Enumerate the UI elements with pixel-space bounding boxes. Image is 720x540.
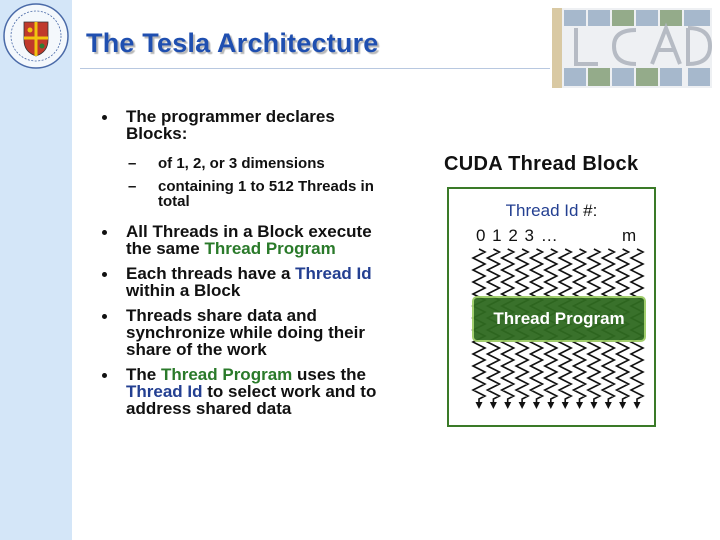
thread-program-box	[472, 296, 646, 342]
left-sidebar-band	[0, 0, 72, 540]
thread-id-term: Thread Id	[295, 264, 372, 283]
thread-arrowhead-icon	[475, 402, 483, 409]
dash-icon: –	[128, 178, 137, 195]
sub-bullet-text: containing 1 to 512 Threads in total	[158, 178, 374, 210]
bullet-item: The programmer declares Blocks:	[100, 108, 390, 142]
sub-bullet-item: – of 1, 2, or 3 dimensions	[100, 156, 390, 171]
bullet-item: Each threads have a Thread Id within a B…	[100, 265, 390, 299]
thread-arrowhead-icon	[633, 402, 641, 409]
thread-arrowhead-icon	[576, 402, 584, 409]
crest-icon	[3, 3, 69, 69]
thread-id-text: Thread Id	[505, 201, 579, 220]
bullet-text: uses the	[292, 365, 366, 384]
thread-arrowhead-icon	[532, 402, 540, 409]
bullet-text: The programmer declares Blocks:	[126, 107, 335, 143]
sub-bullet-text: of 1, 2, or 3 dimensions	[158, 155, 325, 172]
thread-arrowhead-icon	[547, 402, 555, 409]
thread-program-term: Thread Program	[204, 239, 336, 258]
thread-arrowhead-icon	[518, 402, 526, 409]
thread-block-frame	[447, 187, 656, 427]
thread-arrowhead-icon	[561, 402, 569, 409]
bullet-text: Threads share data and synchronize while…	[126, 306, 365, 359]
bullet-text: within a Block	[126, 281, 241, 300]
sub-bullet-item: – containing 1 to 512 Threads in total	[100, 179, 390, 209]
thread-last-index: m	[622, 226, 637, 245]
thread-numbers: 0 1 2 3 …	[476, 226, 559, 245]
bullet-text: The	[126, 365, 161, 384]
bullet-dot-icon	[102, 272, 107, 277]
bullet-dot-icon	[102, 115, 107, 120]
bullet-text: Each threads have a	[126, 264, 296, 283]
bullet-item: The Thread Program uses the Thread Id to…	[100, 366, 390, 417]
bullet-dot-icon	[102, 314, 107, 319]
bullet-list: The programmer declares Blocks: – of 1, …	[100, 108, 390, 417]
thread-arrowhead-icon	[590, 402, 598, 409]
thread-arrowhead-icon	[489, 402, 497, 409]
thread-arrowhead-icon	[619, 402, 627, 409]
slide-title: The Tesla Architecture	[86, 28, 379, 58]
thread-id-label: Thread Id #:	[447, 201, 656, 221]
bullet-dot-icon	[102, 373, 107, 378]
thread-id-suffix: #:	[578, 201, 598, 220]
cuda-thread-block-heading: CUDA Thread Block	[444, 153, 639, 175]
thread-program-term: Thread Program	[160, 365, 293, 384]
dash-icon: –	[128, 155, 137, 172]
bullet-dot-icon	[102, 230, 107, 235]
thread-arrowhead-icon	[504, 402, 512, 409]
title-underline	[80, 68, 550, 69]
thread-arrowhead-icon	[604, 402, 612, 409]
thread-program-label: Thread Program	[493, 309, 625, 328]
bullet-text: to select work and to address shared dat…	[126, 382, 377, 418]
bullet-item: All Threads in a Block execute the same …	[100, 223, 390, 257]
bullet-item: Threads share data and synchronize while…	[100, 307, 390, 358]
thread-id-term: Thread Id	[126, 382, 203, 401]
lcad-logo-icon	[552, 8, 713, 88]
bullet-text: All Threads in a Block execute the same	[126, 222, 372, 258]
